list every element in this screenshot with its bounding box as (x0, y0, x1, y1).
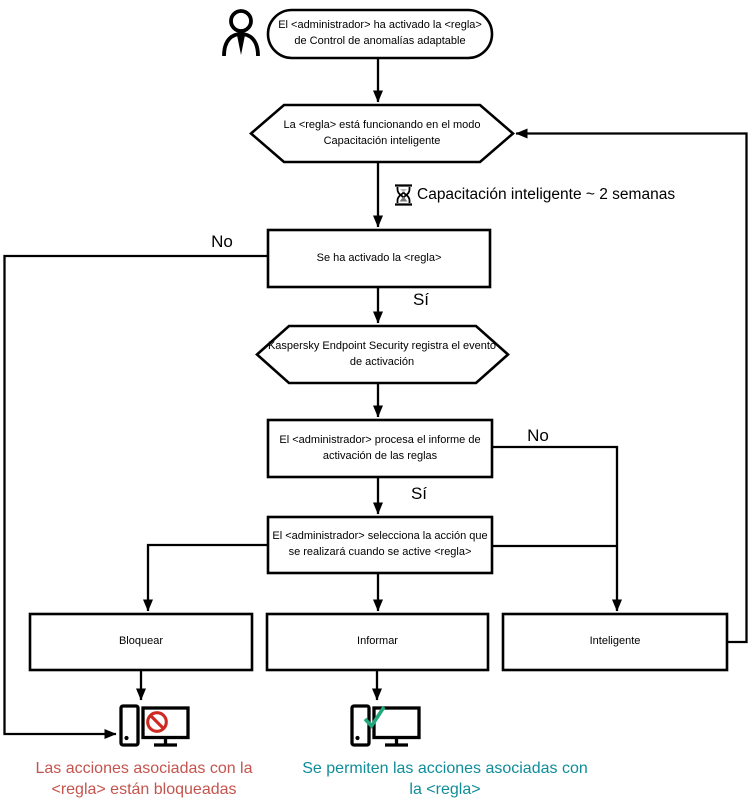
node-start-shape (266, 8, 494, 60)
node-admin-processes-shape (266, 418, 494, 479)
node-inform-label: Informar (357, 635, 398, 648)
node-event-logged-label: Kaspersky Endpoint Security registra el … (267, 339, 497, 368)
node-rule-triggered-label: Se ha activado la <regla> (316, 251, 442, 264)
node-admin-selects-label: El <administrador> selecciona la acción … (272, 530, 488, 558)
edge-label-no-right: No (527, 426, 549, 445)
node-block-shape (28, 612, 254, 672)
node-event-logged-shape (255, 324, 510, 385)
person-icon (222, 9, 260, 57)
edge-label-no-left: No (211, 232, 233, 251)
edge-label-yes-triggered: Sí (412, 290, 430, 309)
node-admin-processes-label: El <administrador> procesa el informe de… (279, 433, 481, 462)
connector-lines (3, 58, 748, 739)
hourglass-icon (395, 184, 412, 206)
edge-label-yes-processed: Sí (410, 484, 428, 503)
node-training-mode-label: La <regla> está funcionando en el modo C… (283, 118, 481, 147)
node-block-label: Bloquear (118, 635, 164, 648)
node-smart-label: Inteligente (589, 635, 641, 648)
node-inform-shape (265, 612, 490, 672)
node-rule-triggered-shape (266, 228, 492, 289)
node-training-mode-shape (249, 103, 515, 164)
node-smart-shape (501, 612, 729, 672)
prohibition-icon (146, 711, 168, 733)
node-admin-selects-shape (266, 515, 494, 575)
computer-allowed-icon (350, 704, 421, 747)
node-start-label: El <administrador> ha activado la <regla… (278, 19, 482, 47)
computer-blocked-icon (119, 704, 190, 747)
checkmark-icon (363, 706, 386, 729)
blocked-caption: Las acciones asociadas con la <regla> es… (35, 760, 253, 798)
allowed-caption: Se permiten las acciones asociadas con l… (302, 760, 588, 798)
training-duration-label: Capacitación inteligente ~ 2 semanas (417, 186, 676, 203)
